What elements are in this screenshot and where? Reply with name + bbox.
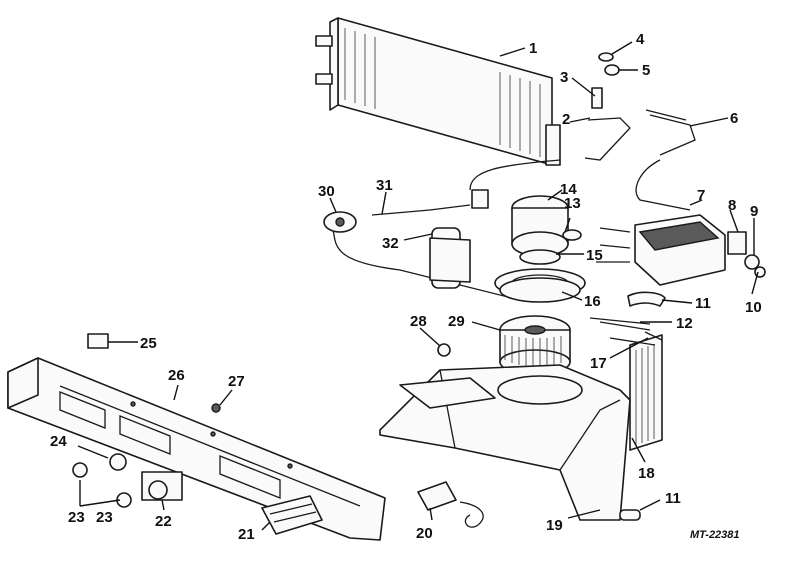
callout-11-upper: 11	[695, 295, 711, 312]
callout-3: 3	[560, 69, 568, 86]
hoses-6	[329, 109, 696, 301]
callout-9: 9	[750, 203, 758, 220]
callout-32: 32	[382, 235, 399, 252]
callout-22: 22	[155, 513, 172, 530]
callout-16: 16	[584, 293, 601, 310]
receiver-drier	[323, 189, 489, 289]
blower-motor	[494, 195, 586, 303]
callout-26: 26	[168, 367, 185, 384]
callout-17: 17	[590, 355, 607, 372]
callout-24: 24	[50, 433, 67, 450]
thermostat	[417, 481, 484, 528]
callout-23-b: 23	[96, 509, 113, 526]
callout-27: 27	[228, 373, 245, 390]
callout-labels: 1 2 3 4 5 6 7 8 9 10 11 11 12 13 14 15 1…	[50, 31, 762, 543]
hose-11	[589, 291, 666, 341]
callout-2: 2	[562, 111, 570, 128]
blower-housing	[379, 364, 631, 521]
callout-23-a: 23	[68, 509, 85, 526]
callout-12: 12	[676, 315, 693, 332]
callout-20: 20	[416, 525, 433, 542]
drain-tube	[619, 509, 641, 521]
leader-lines	[77, 41, 759, 531]
callout-8: 8	[728, 197, 736, 214]
condenser	[315, 17, 561, 166]
compressor	[596, 214, 766, 286]
callout-25: 25	[140, 335, 157, 352]
callout-18: 18	[638, 465, 655, 482]
hardware-2-5	[584, 52, 631, 161]
callout-31: 31	[376, 177, 393, 194]
callout-13: 13	[564, 195, 581, 212]
callout-4: 4	[636, 31, 645, 48]
callout-10: 10	[745, 299, 762, 316]
drawing-code: MT-22381	[690, 529, 740, 541]
callout-29: 29	[448, 313, 465, 330]
callout-28: 28	[410, 313, 427, 330]
callout-5: 5	[642, 62, 650, 79]
callout-11-lower: 11	[665, 490, 681, 507]
callout-14: 14	[560, 181, 577, 198]
callout-21: 21	[238, 526, 255, 543]
callout-1: 1	[529, 40, 537, 57]
evaporator-core	[599, 321, 663, 451]
callout-15: 15	[586, 247, 603, 264]
duct-assembly	[7, 357, 386, 541]
callout-6: 6	[730, 110, 738, 127]
callout-19: 19	[546, 517, 563, 534]
callout-7: 7	[697, 187, 705, 204]
callout-30: 30	[318, 183, 335, 200]
